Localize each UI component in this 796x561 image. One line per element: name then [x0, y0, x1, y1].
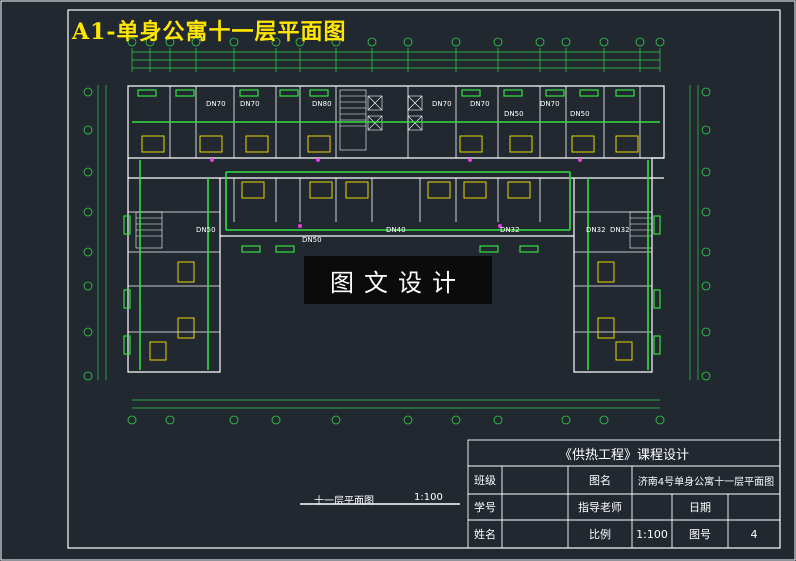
- scale-value: 1:100: [636, 527, 668, 541]
- course-title: 《供热工程》课程设计: [558, 447, 689, 463]
- pipe-size-label: DN32: [586, 226, 606, 234]
- drawing-no-label: 图号: [689, 528, 711, 541]
- pipe-size-label: DN40: [386, 226, 406, 234]
- name-label: 姓名: [474, 528, 496, 541]
- pipe-size-label: DN70: [432, 100, 452, 108]
- scale-caption: 十一层平面图: [314, 496, 374, 507]
- class-label: 班级: [474, 474, 496, 487]
- drawing-name-label: 图名: [589, 474, 611, 487]
- pipe-size-label: DN70: [240, 100, 260, 108]
- drawing-no: 4: [750, 527, 758, 541]
- pipe-size-label: DN50: [504, 110, 524, 118]
- drawing-title: A1-单身公寓十一层平面图: [72, 19, 347, 45]
- scale-label: 比例: [589, 528, 611, 541]
- advisor-label: 指导老师: [578, 501, 622, 514]
- watermark: 图文设计: [304, 256, 492, 304]
- date-label: 日期: [689, 501, 711, 514]
- pipe-size-label: DN80: [312, 100, 332, 108]
- pipe-size-label: DN50: [196, 226, 216, 234]
- student-id-label: 学号: [474, 501, 496, 514]
- pipe-size-label: DN50: [302, 236, 322, 244]
- pipe-size-label: DN70: [470, 100, 490, 108]
- pipe-size-label: DN32: [500, 226, 520, 234]
- pipe-size-label: DN32: [610, 226, 630, 234]
- pipe-size-label: DN70: [540, 100, 560, 108]
- pipe-size-label: DN50: [570, 110, 590, 118]
- drawing-name: 济南4号单身公寓十一层平面图: [637, 476, 775, 488]
- scale-ratio: 1:100: [414, 492, 443, 503]
- pipe-size-label: DN70: [206, 100, 226, 108]
